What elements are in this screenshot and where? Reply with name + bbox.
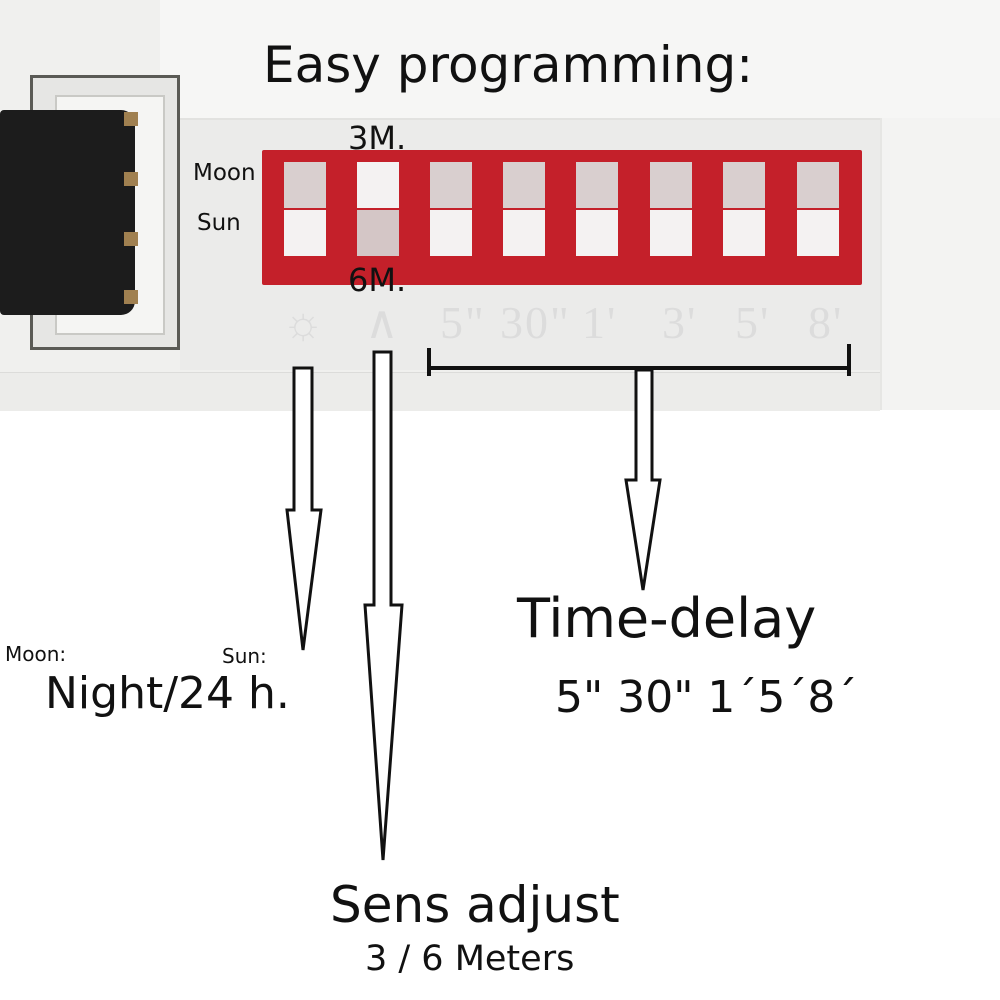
night-moon-label: Moon: <box>5 642 67 666</box>
time-delay-bracket <box>427 344 851 376</box>
marking-8m: 8' <box>808 297 844 348</box>
dip-switch-2-sensitivity[interactable] <box>357 162 399 256</box>
page-title: Easy programming: <box>263 36 754 94</box>
dip-switch-block <box>262 150 862 285</box>
marking-30s: 30" <box>500 297 571 348</box>
dip-switch-4-30s[interactable] <box>503 162 545 256</box>
connector-pin <box>124 112 138 126</box>
label-moon: Moon <box>193 160 256 186</box>
dip-switch-8-8m[interactable] <box>797 162 839 256</box>
marking-5m: 5' <box>735 297 771 348</box>
device-bottom-edge <box>0 372 880 411</box>
sens-adjust-values: 3 / 6 Meters <box>365 939 575 979</box>
connector-pin <box>124 290 138 304</box>
time-delay-title: Time-delay <box>517 587 817 650</box>
dip-switch-5-1m[interactable] <box>576 162 618 256</box>
label-6m: 6M. <box>348 261 407 299</box>
connector-pin <box>124 232 138 246</box>
connector-plug <box>0 110 135 315</box>
marking-sun: ☼ <box>282 297 327 348</box>
dip-switch-7-5m[interactable] <box>723 162 765 256</box>
marking-5s: 5" <box>440 297 486 348</box>
dip-switch-6-3m[interactable] <box>650 162 692 256</box>
label-3m: 3M. <box>348 119 407 157</box>
label-sun: Sun <box>197 210 241 236</box>
night-mode-value: Night/24 h. <box>45 668 290 719</box>
sens-adjust-title: Sens adjust <box>330 876 620 934</box>
arrow-sens-adjust <box>363 350 404 861</box>
dip-switch-3-5s[interactable] <box>430 162 472 256</box>
marking-sens: ∧ <box>365 297 401 348</box>
dip-switch-1-mode[interactable] <box>284 162 326 256</box>
night-sun-label: Sun: <box>222 644 267 668</box>
time-delay-values: 5" 30" 1´5´8´ <box>555 672 858 723</box>
device-right-panel <box>880 118 1000 410</box>
marking-3m: 3' <box>662 297 698 348</box>
connector-pin <box>124 172 138 186</box>
arrow-time-delay <box>624 368 662 591</box>
arrow-night-mode <box>285 366 323 651</box>
marking-1m: 1' <box>582 297 618 348</box>
device-top-panel <box>160 0 1000 120</box>
